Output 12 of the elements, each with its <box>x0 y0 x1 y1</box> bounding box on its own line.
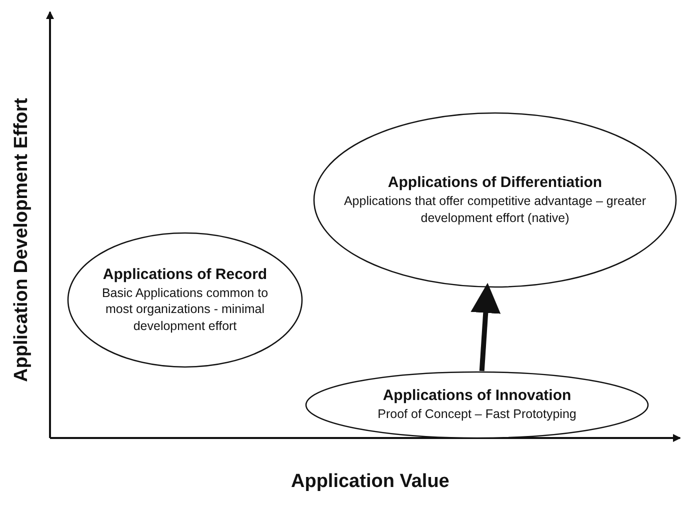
node-description: Proof of Concept – Fast Prototyping <box>378 406 576 423</box>
node-title: Applications of Differentiation <box>388 174 602 192</box>
node-title: Applications of Record <box>102 266 268 284</box>
arrow <box>470 282 501 372</box>
node-title: Applications of Innovation <box>382 387 572 404</box>
ellipse-node <box>305 371 649 439</box>
ellipse-node <box>67 232 303 368</box>
ellipse-node <box>313 112 677 288</box>
node-description: Basic Applications common to most organizations - minimal development effort <box>100 285 270 334</box>
node-description: Applications that offer competitive advantage – greater development effort (native) <box>343 193 647 226</box>
horizontal-axis-title: Application Value <box>291 471 450 493</box>
vertical-axis-title: Application Development Effort <box>10 98 33 382</box>
